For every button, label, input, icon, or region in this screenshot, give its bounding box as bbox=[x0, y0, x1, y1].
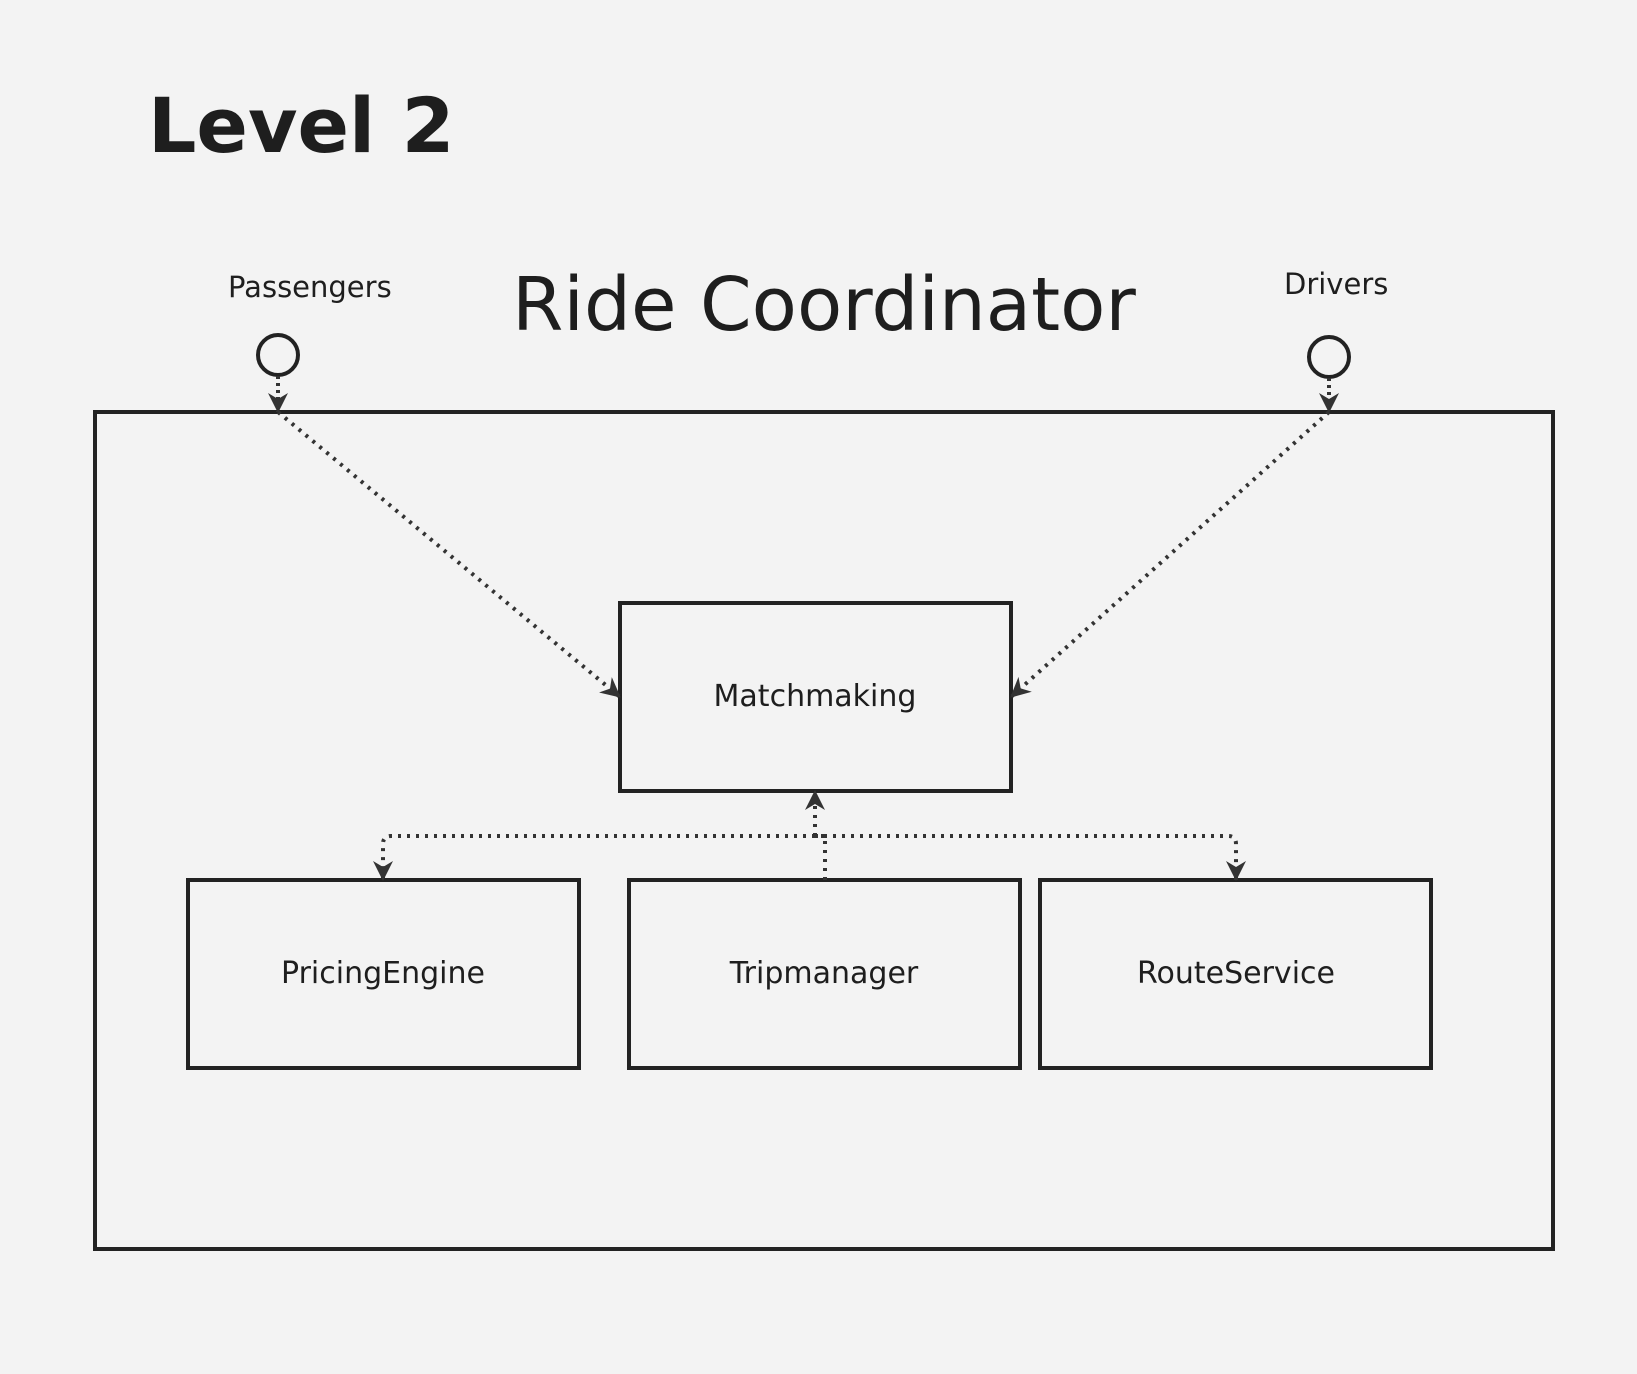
system-boundary bbox=[93, 410, 1555, 1251]
edge-passengers-to-matchmaking bbox=[276, 410, 622, 699]
edge-drivers-to-matchmaking bbox=[1009, 410, 1331, 699]
passengers-actor-icon[interactable] bbox=[256, 333, 300, 377]
edge-tripmanager-to-routeservice bbox=[815, 834, 1246, 881]
diagram-title: Ride Coordinator bbox=[512, 262, 1136, 348]
matchmaking-label: Matchmaking bbox=[713, 679, 917, 714]
drivers-label: Drivers bbox=[1284, 267, 1389, 301]
trip-manager-label: Tripmanager bbox=[729, 956, 919, 991]
edge-tripmanager-to-pricingengine bbox=[373, 834, 815, 881]
route-service-label: RouteService bbox=[1137, 956, 1335, 991]
page-title: Level 2 bbox=[148, 81, 455, 170]
drivers-actor-icon[interactable] bbox=[1307, 335, 1351, 379]
pricing-engine-label: PricingEngine bbox=[281, 956, 485, 991]
passengers-label: Passengers bbox=[228, 270, 392, 304]
